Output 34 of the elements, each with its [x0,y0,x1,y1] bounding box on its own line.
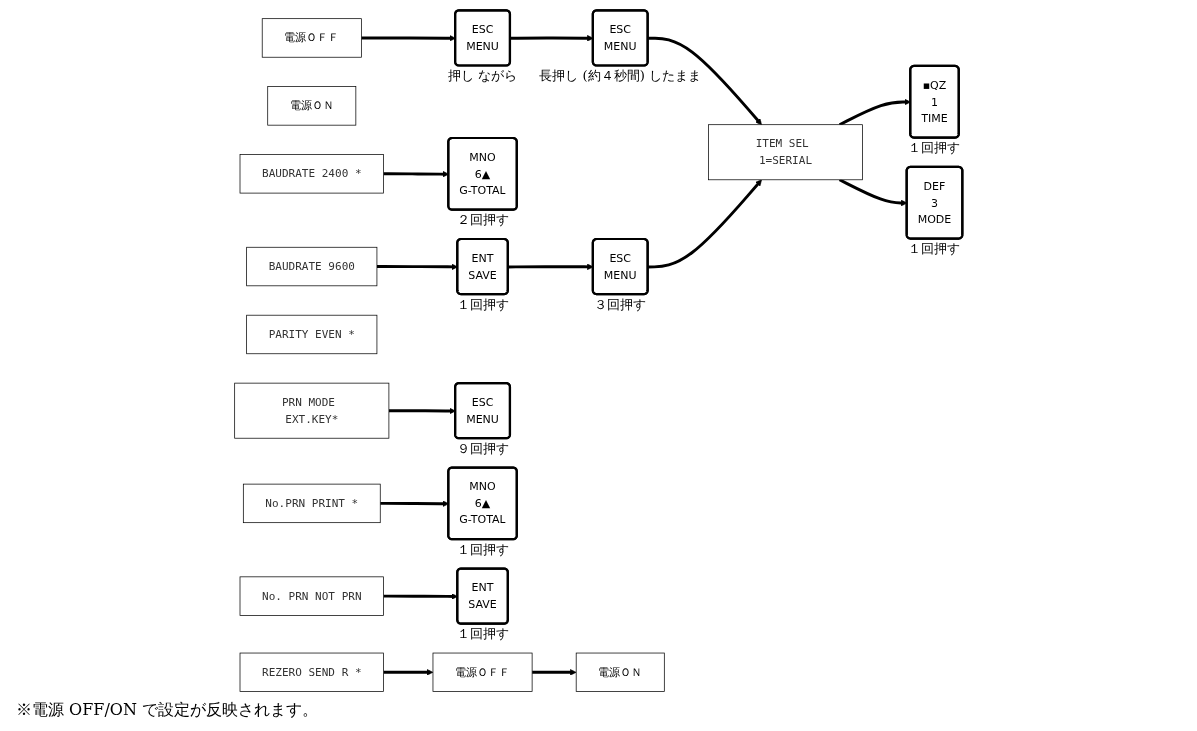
node-box: 電源ＯＦＦ [432,652,533,692]
arrow [361,35,456,42]
arrow [383,170,449,178]
arrow [383,669,434,676]
key-note: ３回押す [594,296,647,312]
key-note: ９回押す [456,440,509,456]
node-box: ITEM SEL 1=SERIAL [708,124,863,181]
node-box: 電源ＯＮ [267,86,357,126]
key-note: １回押す [908,140,961,156]
arrow [648,179,762,269]
node-box: No.PRN PRINT * [242,483,381,524]
node-box: 電源ＯＮ [575,652,665,692]
arrow [380,500,449,507]
note-text: ※電源 OFF/ON で設定が反映されます。 [16,700,319,721]
arrow [838,98,911,126]
arrow [532,669,577,676]
node-box: REZERO SEND R * [239,652,384,692]
key-note: ２回押す [456,212,509,228]
key-note: １回押す [456,541,509,557]
node-box: BAUDRATE 2400 * [239,154,384,194]
key-note: １回押す [908,241,961,257]
arrow [383,593,458,600]
node-box: 電源ＯＦＦ [261,18,362,58]
arrow [648,36,762,125]
key-note: 長押し (約４秒間) したまま [539,68,702,84]
node-box: PARITY EVEN * [246,314,378,355]
key-note: １回押す [456,296,509,312]
key-note: 押し ながら [447,68,518,84]
arrow [388,407,456,415]
node-box: No. PRN NOT PRN [239,576,384,616]
arrow [376,263,458,271]
key-note: １回押す [456,626,509,642]
node-box: BAUDRATE 9600 [246,246,378,287]
node-box: PRN MODE EXT.KEY* [234,382,390,439]
